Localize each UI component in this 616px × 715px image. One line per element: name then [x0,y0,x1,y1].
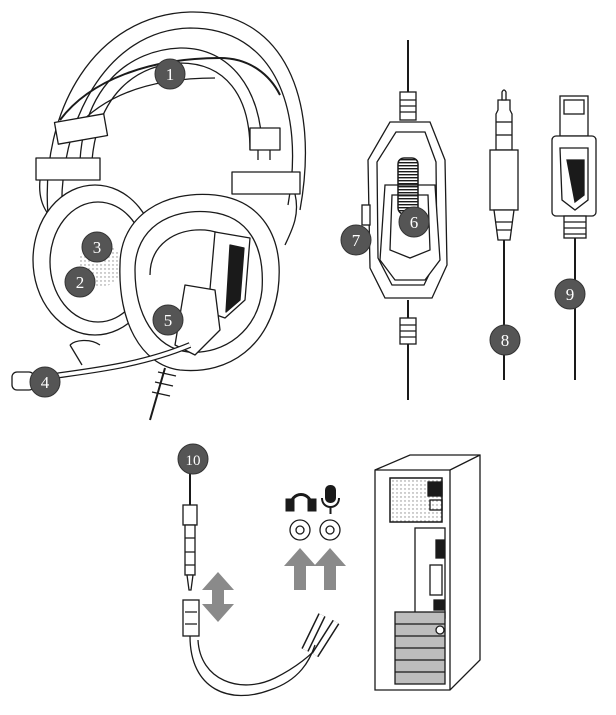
audio-jack-plug [489,89,519,380]
callout-number: 10 [186,453,201,469]
callout-number: 3 [93,238,102,257]
callout-circle [554,278,586,310]
callout-number: 7 [352,231,361,250]
callout-10: 10 [177,443,209,475]
callout-circle [489,324,521,356]
callout-number: 9 [566,285,575,304]
callout-9: 9 [554,278,586,310]
callout-number: 5 [164,311,173,330]
callout-circle [398,206,430,238]
callout-5: 5 [152,304,184,336]
pc-tower [374,454,481,691]
callout-circle [177,443,209,475]
callout-number: 6 [410,213,419,232]
y-splitter-cable [182,470,340,697]
callout-number: 1 [166,65,175,84]
callout-7: 7 [340,224,372,256]
callout-circle [64,266,96,298]
callout-number: 4 [41,373,50,392]
callout-circle [152,304,184,336]
callout-number: 8 [501,331,510,350]
microphone-icon [321,485,340,514]
callout-4: 4 [29,366,61,398]
callout-circle [340,224,372,256]
callout-number: 2 [76,273,85,292]
callout-circle [154,58,186,90]
callout-2: 2 [64,266,96,298]
jack-rings [289,519,341,541]
double-arrow-icon [202,572,234,622]
callout-8: 8 [489,324,521,356]
headphone-icon [285,493,317,512]
callout-circle [29,366,61,398]
callout-circle [81,231,113,263]
callout-6: 6 [398,206,430,238]
callout-3: 3 [81,231,113,263]
usb-plug [551,95,597,380]
up-arrow-icon [284,548,346,590]
callout-1: 1 [154,58,186,90]
